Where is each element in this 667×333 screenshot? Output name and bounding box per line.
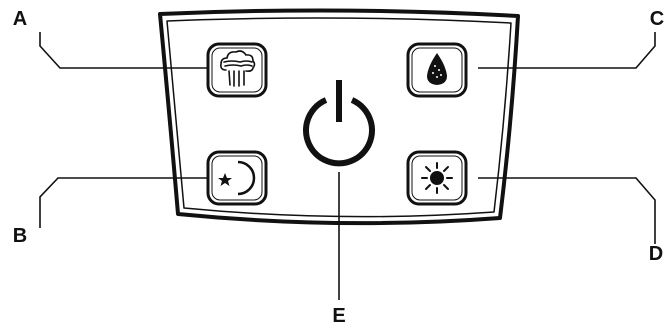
power-icon xyxy=(303,80,375,167)
mist-button[interactable] xyxy=(206,42,268,98)
power-button[interactable] xyxy=(303,80,375,167)
cloud-mist-icon xyxy=(220,50,256,87)
leader-line-b xyxy=(39,177,208,228)
light-button[interactable] xyxy=(406,150,468,206)
sun-icon xyxy=(421,162,453,194)
leader-line-a xyxy=(39,32,208,69)
callout-label-c: C xyxy=(649,8,665,30)
moon-star-icon xyxy=(218,160,256,196)
callout-label-a: A xyxy=(12,8,28,30)
water-level-button[interactable] xyxy=(406,42,468,98)
leader-line-d xyxy=(478,177,656,244)
callout-label-e: E xyxy=(332,305,346,327)
callout-label-b: B xyxy=(12,225,28,247)
night-mode-button[interactable] xyxy=(206,150,268,206)
leader-lines xyxy=(39,32,656,300)
callout-label-d: D xyxy=(648,243,664,265)
water-drop-icon xyxy=(427,53,447,85)
leader-line-c xyxy=(478,32,656,69)
control-panel xyxy=(158,8,520,226)
